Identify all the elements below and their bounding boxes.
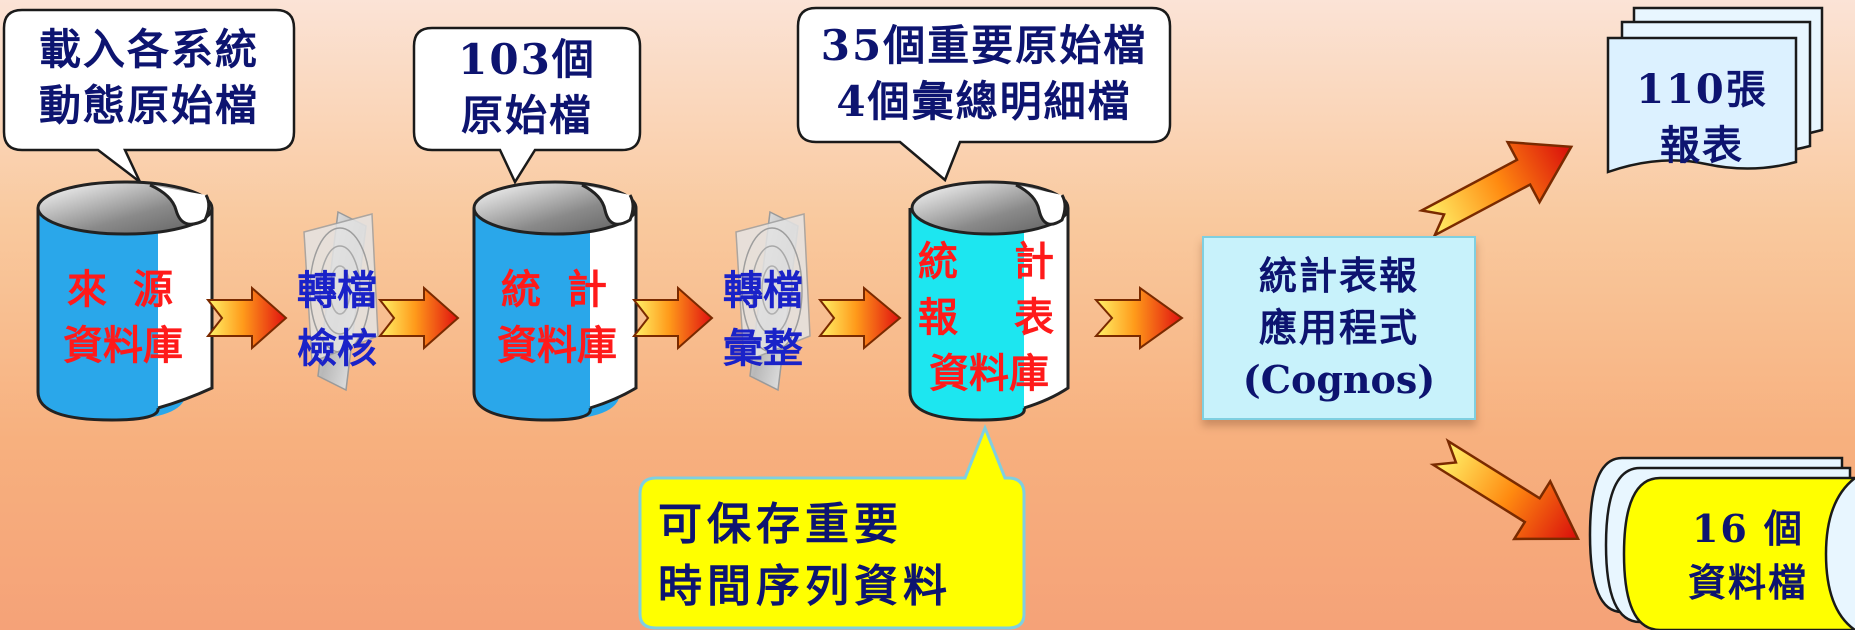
converter-check-line2: 檢核: [297, 325, 377, 372]
callout-key-files-text: 35個重要原始檔 4個彙總明細檔: [800, 18, 1168, 130]
source-database-cylinder: [36, 180, 214, 422]
datafiles-stack: [1588, 456, 1855, 630]
flow-arrow-1: [205, 285, 288, 351]
callout-source-load-line2: 動態原始檔: [38, 81, 259, 130]
source-database-label-line2: 資料庫: [63, 322, 183, 369]
reports-label: 110張 報表: [1612, 62, 1792, 174]
reports-label-line2: 報表: [1660, 122, 1744, 169]
callout-time-series-line1: 可保存重要: [658, 499, 903, 550]
app-line2: 應用程式: [1258, 305, 1419, 350]
callout-key-files-line1: 35個重要原始檔: [820, 21, 1148, 70]
report-database-label: 統 計 報 表 資料庫: [914, 234, 1064, 402]
report-database-label-line3: 資料庫: [929, 350, 1049, 397]
source-database-label: 來 源 資料庫: [48, 262, 198, 374]
source-database-label-line1: 來 源: [67, 266, 179, 313]
report-database-cylinder: [908, 180, 1070, 422]
cognos-application-box: 統計表報 應用程式 (Cognos): [1202, 236, 1476, 420]
reports-document-stack: [1606, 6, 1824, 174]
datafiles-label-line1: 16 個: [1691, 506, 1805, 551]
report-database-label-report: 報: [918, 294, 964, 341]
callout-source-load: [2, 8, 296, 183]
app-line1: 統計表報: [1258, 253, 1419, 298]
converter-merge-line1: 轉檔: [723, 267, 803, 314]
converter-merge-label: 轉檔 彙整: [708, 262, 818, 378]
callout-time-series-line2: 時間序列資料: [658, 561, 952, 612]
stats-database-label-line1: 統 計: [501, 266, 613, 313]
app-line3: (Cognos): [1242, 357, 1436, 402]
callout-raw-files-line1: 103個: [458, 35, 596, 84]
converter-check-line1: 轉檔: [297, 267, 377, 314]
stats-database-label-line2: 資料庫: [497, 322, 617, 369]
reports-label-line1: 110張: [1636, 66, 1768, 113]
converter-disk-merge: [735, 210, 811, 392]
arrow-to-reports: [1417, 140, 1574, 239]
report-database-label-table: 表: [1014, 294, 1060, 341]
callout-source-load-text: 載入各系統 動態原始檔: [8, 22, 290, 134]
report-database-label-calc: 計: [1014, 238, 1060, 285]
converter-check-label: 轉檔 檢核: [282, 262, 392, 378]
flow-arrow-3: [631, 285, 714, 351]
flow-arrow-4: [817, 285, 902, 351]
callout-raw-files: [412, 26, 642, 185]
callout-time-series: [638, 423, 1026, 630]
converter-disk-check: [303, 210, 379, 392]
callout-time-series-text: 可保存重要 時間序列資料: [658, 494, 952, 618]
callout-key-files-line2: 4個彙總明細檔: [836, 77, 1132, 126]
arrow-to-datafiles: [1429, 438, 1581, 541]
report-database-label-stat: 統: [918, 238, 964, 285]
datafiles-label-line2: 資料檔: [1687, 560, 1808, 605]
stats-database-cylinder: [472, 180, 638, 422]
stats-database-label: 統 計 資料庫: [484, 262, 630, 374]
flow-arrow-2: [377, 285, 460, 351]
callout-key-files: [796, 6, 1172, 183]
datafiles-label: 16 個 資料檔: [1668, 502, 1828, 610]
callout-raw-files-line2: 原始檔: [460, 91, 593, 140]
callout-source-load-line1: 載入各系統: [38, 25, 259, 74]
flow-arrow-5: [1093, 286, 1184, 350]
callout-raw-files-text: 103個 原始檔: [418, 32, 636, 144]
converter-merge-line2: 彙整: [723, 325, 803, 372]
